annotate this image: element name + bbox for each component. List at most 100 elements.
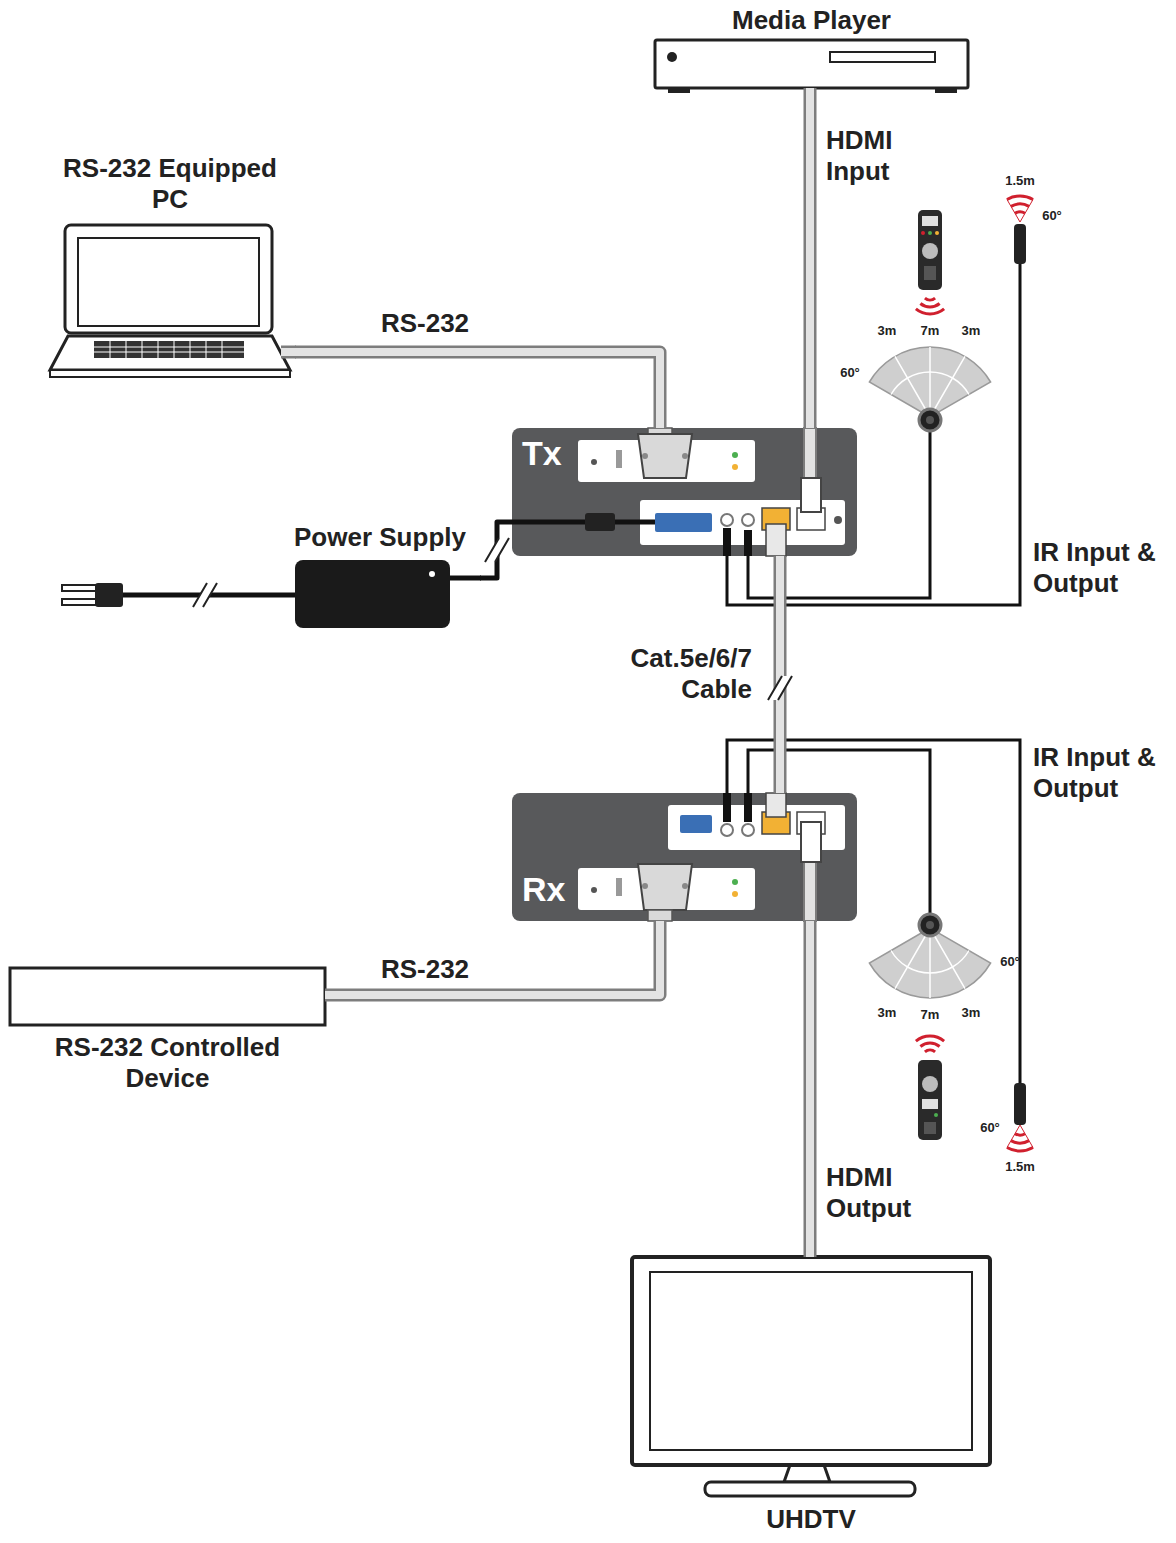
transmitter-unit bbox=[682, 453, 688, 459]
node-label: Rx bbox=[522, 869, 578, 910]
ir-remote bbox=[922, 1076, 938, 1092]
node-label: Tx bbox=[522, 433, 578, 474]
tv-icon bbox=[632, 1257, 990, 1496]
transmitter-unit bbox=[591, 459, 597, 465]
cable-break bbox=[485, 538, 509, 562]
ir-blaster bbox=[1007, 1125, 1033, 1148]
receiver-unit bbox=[742, 824, 754, 836]
node-label: RS-232 Equipped PC bbox=[45, 153, 295, 215]
ir-remote bbox=[920, 304, 939, 307]
receiver-unit bbox=[512, 793, 857, 921]
cable-break bbox=[193, 583, 217, 607]
transmitter-unit bbox=[655, 513, 712, 532]
transmitter-unit bbox=[723, 528, 731, 556]
receiver-unit bbox=[616, 878, 622, 896]
ir-receiver-fan bbox=[926, 416, 934, 424]
media-player-icon bbox=[655, 40, 968, 88]
ir-blaster bbox=[1014, 224, 1026, 264]
tv-icon bbox=[632, 1257, 990, 1465]
transmitter-unit bbox=[744, 530, 752, 556]
port-label: IR Input & Output bbox=[1033, 537, 1169, 599]
cable-break bbox=[768, 676, 792, 700]
ir-blaster bbox=[1007, 1148, 1033, 1151]
range-label: 60° bbox=[820, 365, 880, 381]
cable-outline bbox=[774, 556, 787, 793]
power-supply-icon bbox=[62, 599, 96, 605]
edge-label: HDMI Input bbox=[826, 125, 926, 187]
laptop-icon bbox=[94, 341, 244, 358]
receiver-unit bbox=[642, 883, 648, 889]
ir-remote bbox=[916, 298, 944, 314]
ir-receiver-fan bbox=[926, 921, 934, 929]
transmitter-unit bbox=[642, 453, 648, 459]
power-cord bbox=[480, 522, 512, 578]
transmitter-unit bbox=[766, 524, 786, 556]
ir-receiver-fan bbox=[895, 928, 965, 998]
cable-core bbox=[295, 352, 660, 428]
ir-receiver-fan bbox=[869, 928, 990, 998]
node-label: RS-232 Controlled Device bbox=[37, 1032, 298, 1094]
ir-remote bbox=[925, 298, 935, 300]
edge-label: Cat.5e/6/7 Cable bbox=[590, 643, 752, 705]
power-supply-icon bbox=[450, 576, 481, 581]
ir-remote bbox=[916, 1036, 944, 1052]
receiver-unit bbox=[723, 793, 731, 822]
laptop-icon bbox=[50, 225, 296, 377]
ir-blaster bbox=[1007, 1083, 1033, 1151]
edge-label: RS-232 bbox=[370, 954, 480, 985]
controlled-device-box bbox=[10, 968, 325, 1025]
receiver-unit bbox=[591, 887, 597, 893]
uhdtv: UHDTV bbox=[632, 1257, 990, 1540]
cable-outline bbox=[804, 921, 817, 1257]
laptop-icon bbox=[94, 341, 244, 358]
power-supply-icon bbox=[62, 585, 96, 591]
cable-core bbox=[325, 921, 660, 995]
ir-remote bbox=[925, 1050, 935, 1052]
ir-receiver-fan bbox=[919, 914, 941, 936]
ir-remote bbox=[920, 1043, 939, 1046]
transmitter-unit bbox=[616, 450, 622, 468]
power-supply-icon bbox=[429, 571, 435, 577]
receiver-unit bbox=[648, 910, 672, 921]
transmitter-unit bbox=[804, 428, 816, 480]
signal-cable bbox=[325, 921, 660, 995]
laptop-icon bbox=[65, 225, 272, 333]
laptop-icon bbox=[50, 336, 290, 370]
transmitter-unit bbox=[512, 520, 655, 525]
transmitter-unit bbox=[801, 478, 821, 512]
ir-receiver-fan bbox=[891, 951, 969, 974]
ir-remote bbox=[924, 266, 936, 280]
ir-blaster bbox=[1011, 1141, 1029, 1143]
ir-blaster bbox=[1007, 196, 1033, 264]
range-label: 3m bbox=[941, 1005, 1001, 1021]
transmitter-unit bbox=[732, 452, 738, 458]
laptop-icon bbox=[281, 348, 296, 356]
receiver-unit bbox=[744, 793, 752, 822]
ir-blaster bbox=[1011, 204, 1029, 206]
cable-outline bbox=[295, 352, 660, 428]
range-label: 1.5m bbox=[990, 173, 1050, 189]
receiver-unit bbox=[638, 864, 692, 910]
signal-cable bbox=[295, 352, 660, 428]
media-player: Media Player bbox=[655, 5, 968, 88]
cable-outline bbox=[325, 921, 660, 995]
cable-break bbox=[768, 676, 792, 700]
pc-laptop: RS-232 Equipped PC bbox=[45, 150, 295, 378]
ir-blaster bbox=[1015, 212, 1025, 213]
range-label: 3m bbox=[857, 323, 917, 339]
cable-break bbox=[193, 583, 217, 607]
receiver-box: Rx bbox=[512, 793, 857, 921]
transmitter-unit bbox=[638, 434, 692, 478]
receiver-unit bbox=[512, 793, 857, 921]
cable-core bbox=[776, 556, 784, 793]
ir-blaster bbox=[1007, 1134, 1033, 1151]
ir-cable bbox=[727, 262, 1020, 1085]
tv-icon bbox=[784, 1465, 830, 1482]
range-label: 3m bbox=[941, 323, 1001, 339]
cable-break bbox=[768, 676, 792, 700]
ir-receiver-fan bbox=[919, 409, 941, 431]
signal-cable bbox=[780, 556, 781, 793]
